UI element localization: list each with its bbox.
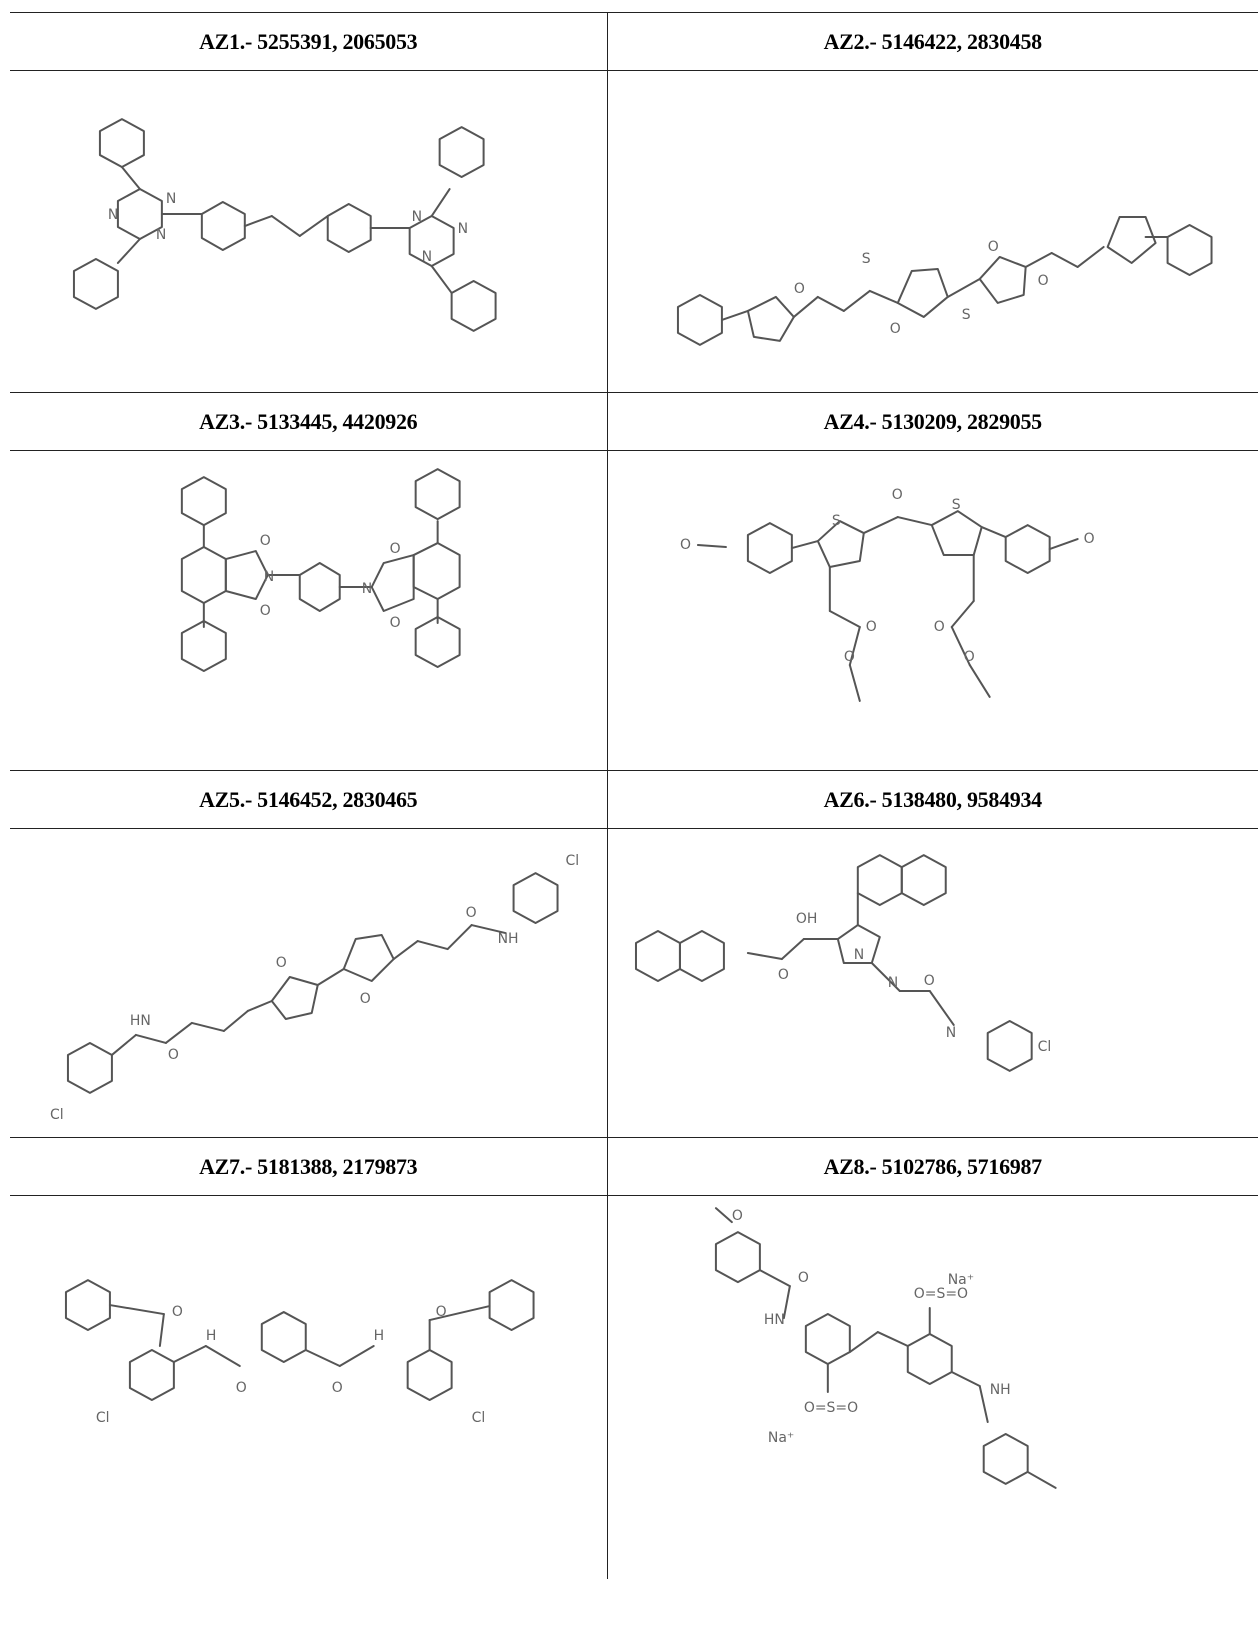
svg-text:O: O [390, 541, 401, 557]
svg-text:O: O [436, 1304, 447, 1320]
svg-text:O: O [987, 239, 998, 255]
compound-label-az8: AZ8.- 5102786, 5716987 [606, 1137, 1258, 1196]
svg-text:O: O [1083, 531, 1094, 547]
structure-az6-drawing: OH N N O O N Cl [634, 854, 1051, 1072]
svg-text:N: N [412, 209, 422, 225]
structure-az8-drawing: O O HN O=S=O O=S=O NH Na⁺ Na⁺ [714, 1207, 1057, 1489]
svg-text:N: N [945, 1025, 955, 1041]
svg-text:N: N [362, 581, 372, 597]
structure-az3: O O O O N N [10, 450, 608, 771]
svg-text:O: O [797, 1270, 808, 1286]
svg-text:S: S [961, 307, 970, 323]
structure-az7-drawing: O O H H O O Cl Cl [64, 1279, 535, 1426]
svg-text:O: O [843, 649, 854, 665]
svg-text:Cl: Cl [1037, 1039, 1051, 1055]
svg-text:Cl: Cl [50, 1107, 64, 1123]
svg-text:OH: OH [795, 911, 817, 927]
compound-label-az1: AZ1.- 5255391, 2065053 [10, 12, 608, 71]
structure-az2-drawing: O O O O S S [676, 216, 1213, 346]
svg-text:O: O [1037, 273, 1048, 289]
compound-label-az7: AZ7.- 5181388, 2179873 [10, 1137, 608, 1196]
svg-text:O: O [933, 619, 944, 635]
compound-label-az4: AZ4.- 5130209, 2829055 [606, 392, 1258, 451]
compound-label-az3: AZ3.- 5133445, 4420926 [10, 392, 608, 451]
svg-text:O: O [963, 649, 974, 665]
svg-text:H: H [374, 1328, 385, 1344]
svg-text:NH: NH [498, 931, 519, 947]
compound-label-az6: AZ6.- 5138480, 9584934 [606, 770, 1258, 829]
structure-az4-drawing: OO OO OO OS S [679, 487, 1094, 702]
svg-text:O: O [168, 1047, 179, 1063]
svg-text:O: O [889, 321, 900, 337]
svg-text:NH: NH [989, 1382, 1010, 1398]
svg-text:O: O [332, 1380, 343, 1396]
svg-text:HN: HN [763, 1312, 784, 1328]
svg-text:N: N [887, 975, 897, 991]
svg-text:Cl: Cl [472, 1410, 486, 1426]
svg-text:S: S [951, 497, 960, 513]
compound-label-az2: AZ2.- 5146422, 2830458 [606, 12, 1258, 71]
structure-az1: N N N N N N [10, 70, 608, 393]
svg-text:H: H [206, 1328, 217, 1344]
svg-text:Cl: Cl [566, 853, 580, 869]
svg-text:O: O [172, 1304, 183, 1320]
svg-text:O: O [276, 955, 287, 971]
svg-text:O: O [923, 973, 934, 989]
svg-text:O: O [777, 967, 788, 983]
svg-text:O=S=O: O=S=O [803, 1400, 857, 1416]
structure-az1-drawing: N N N N N N [72, 118, 497, 332]
svg-text:N: N [108, 207, 118, 223]
compound-table: AZ1.- 5255391, 2065053 AZ2.- 5146422, 28… [10, 12, 1258, 1579]
svg-text:O: O [793, 281, 804, 297]
svg-text:O: O [236, 1380, 247, 1396]
svg-text:S: S [861, 251, 870, 267]
svg-text:N: N [166, 191, 176, 207]
svg-text:O: O [679, 537, 690, 553]
svg-text:HN: HN [130, 1013, 151, 1029]
svg-text:Na⁺: Na⁺ [947, 1272, 973, 1288]
svg-text:O: O [260, 603, 271, 619]
svg-text:Cl: Cl [96, 1410, 110, 1426]
compound-label-az5: AZ5.- 5146452, 2830465 [10, 770, 608, 829]
structure-az8: O O HN O=S=O O=S=O NH Na⁺ Na⁺ [606, 1195, 1258, 1579]
svg-text:N: N [853, 947, 863, 963]
svg-text:N: N [422, 249, 432, 265]
svg-text:O: O [390, 615, 401, 631]
svg-text:Na⁺: Na⁺ [767, 1430, 793, 1446]
structure-az3-drawing: O O O O N N [180, 468, 461, 672]
svg-text:O: O [731, 1208, 742, 1224]
svg-text:O: O [891, 487, 902, 503]
svg-text:O=S=O: O=S=O [913, 1286, 967, 1302]
svg-text:O: O [466, 905, 477, 921]
svg-text:O: O [865, 619, 876, 635]
structure-az7: O O H H O O Cl Cl [10, 1195, 608, 1579]
svg-text:N: N [264, 569, 274, 585]
structure-az6: OH N N O O N Cl [606, 828, 1258, 1138]
svg-text:O: O [260, 533, 271, 549]
svg-text:O: O [360, 991, 371, 1007]
svg-text:S: S [831, 513, 840, 529]
svg-text:N: N [458, 221, 468, 237]
svg-text:N: N [156, 227, 166, 243]
structure-az2: O O O O S S [606, 70, 1258, 393]
